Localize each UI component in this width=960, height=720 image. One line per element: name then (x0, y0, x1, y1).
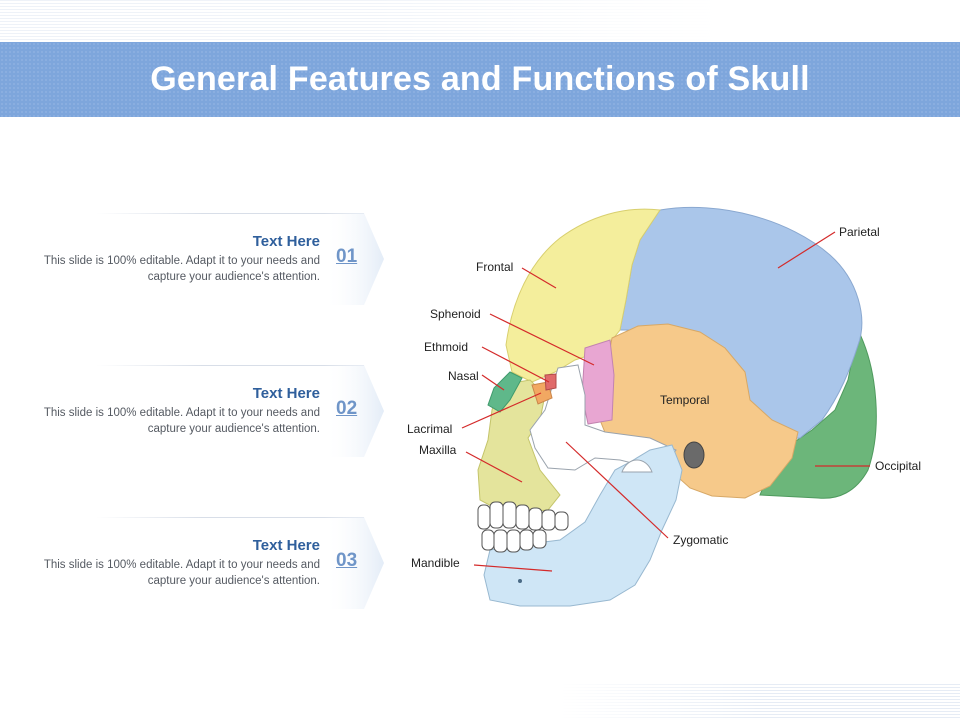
feature-item-1: Text Here This slide is 100% editable. A… (40, 213, 390, 305)
parietal-leader (777, 231, 836, 269)
item-divider (96, 365, 364, 366)
sphenoid-label: Sphenoid (430, 307, 481, 321)
feature-item-3: Text Here This slide is 100% editable. A… (40, 517, 390, 609)
top-stripe-decoration (0, 0, 960, 40)
parietal-label: Parietal (839, 225, 880, 239)
occipital-label: Occipital (875, 459, 921, 473)
frontal-label: Frontal (476, 260, 513, 274)
mandible-label: Mandible (411, 556, 460, 570)
mandible-bone (483, 444, 683, 607)
lacrimal-leader (461, 392, 542, 429)
chevron-icon (324, 517, 384, 609)
chevron-icon (324, 365, 384, 457)
mastoid-notch (621, 459, 653, 473)
title-bar: General Features and Functions of Skull (0, 42, 960, 117)
feature-item-2: Text Here This slide is 100% editable. A… (40, 365, 390, 457)
chevron-icon (324, 213, 384, 305)
nasal-bone (487, 371, 523, 413)
sphenoid-leader (489, 313, 595, 366)
mandible-leader (473, 564, 553, 572)
zygomatic-label: Zygomatic (673, 533, 728, 547)
zygomatic-leader (565, 441, 669, 539)
frontal-leader (521, 267, 557, 289)
lower-teeth (481, 529, 547, 553)
upper-teeth (477, 501, 569, 531)
maxilla-leader (465, 451, 523, 483)
temporal-label: Temporal (660, 393, 709, 407)
item-description: This slide is 100% editable. Adapt it to… (43, 407, 320, 435)
mental-foramen (518, 579, 522, 583)
maxilla-label: Maxilla (419, 443, 457, 457)
nasal-leader (481, 374, 505, 391)
slide-title: General Features and Functions of Skull (150, 60, 810, 98)
item-heading: Text Here (252, 537, 320, 554)
item-heading: Text Here (252, 233, 320, 250)
skull-diagram: Parietal Frontal Sphenoid Ethmoid Nasal … (407, 207, 921, 607)
item-number: 01 (336, 246, 358, 267)
item-divider (96, 213, 364, 214)
bottom-stripe-decoration (560, 684, 960, 720)
item-number: 02 (336, 398, 358, 419)
ethmoid-bone (544, 373, 557, 391)
sphenoid-bone (581, 339, 615, 425)
lacrimal-label: Lacrimal (407, 422, 452, 436)
item-description: This slide is 100% editable. Adapt it to… (43, 255, 320, 283)
item-divider (96, 517, 364, 518)
ear-canal (683, 441, 705, 469)
ethmoid-label: Ethmoid (424, 340, 468, 354)
nasal-label: Nasal (448, 369, 479, 383)
item-number: 03 (336, 550, 358, 571)
item-heading: Text Here (252, 385, 320, 402)
ethmoid-leader (481, 346, 550, 383)
item-description: This slide is 100% editable. Adapt it to… (43, 559, 320, 587)
